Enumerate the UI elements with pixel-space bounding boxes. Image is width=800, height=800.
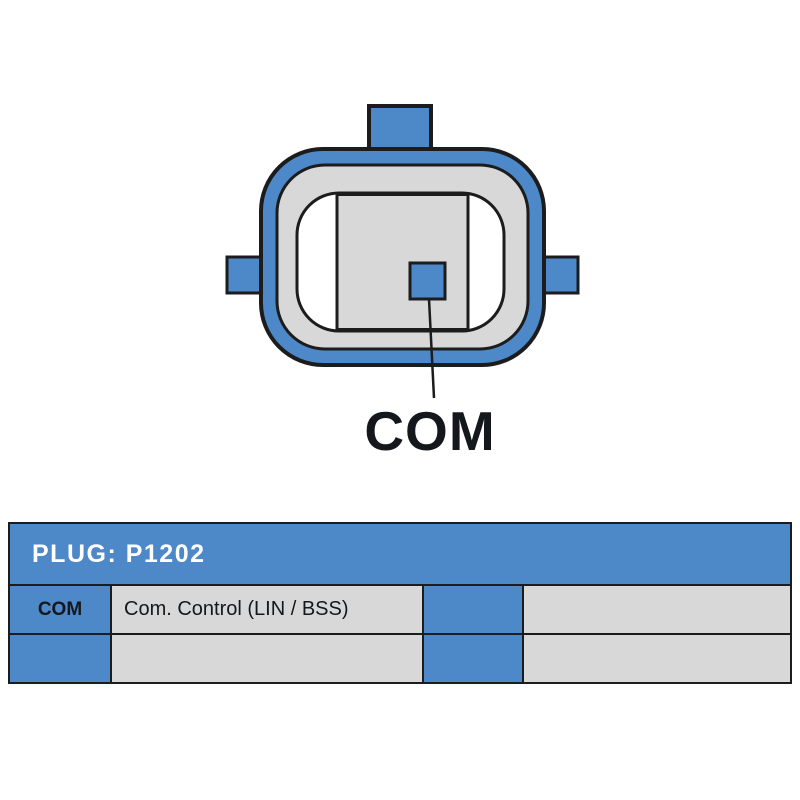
empty-blue-cell [422, 635, 522, 682]
com-pin-icon [408, 261, 447, 301]
pin-function-cell: Com. Control (LIN / BSS) [110, 586, 422, 633]
empty-blue-cell [422, 586, 522, 633]
plug-table: PLUG: P1202 COM Com. Control (LIN / BSS) [8, 522, 792, 684]
pin-function-cell [110, 635, 422, 682]
pointer-line [427, 298, 436, 399]
pin-name-cell: COM [10, 586, 110, 633]
pin-label: COM [364, 400, 496, 462]
empty-gray-cell [522, 635, 790, 682]
pin-name-cell [10, 635, 110, 682]
connector-diagram [225, 104, 580, 399]
plug-table-header: PLUG: P1202 [10, 524, 790, 584]
terminal-block-icon [335, 193, 470, 331]
empty-gray-cell [522, 586, 790, 633]
table-row [10, 633, 790, 682]
table-row: COM Com. Control (LIN / BSS) [10, 584, 790, 633]
